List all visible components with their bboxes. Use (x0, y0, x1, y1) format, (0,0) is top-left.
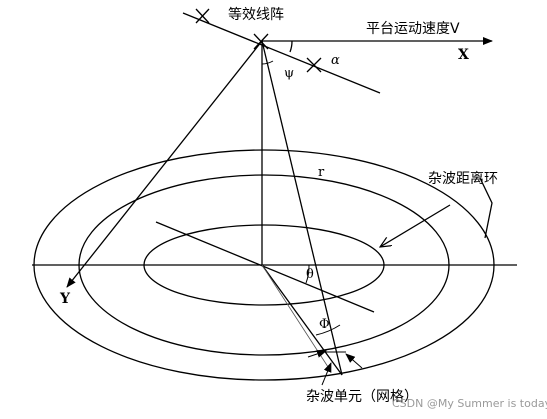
clutter-cell-label: 杂波单元（网格） (306, 389, 418, 405)
equivalent-array-line (182, 12, 381, 94)
alpha-angle-arc (289, 40, 293, 53)
theta-label: θ (306, 267, 314, 282)
ground-projection-line (261, 264, 343, 376)
ground-diagonal-line (155, 221, 375, 313)
cell-arrow-left (307, 350, 327, 358)
alpha-label: α (331, 53, 340, 68)
theta-angle-arc (305, 264, 310, 284)
range-ring-callout-bracket (479, 177, 493, 239)
velocity-label: 平台运动速度V (366, 21, 460, 37)
phi-label: Φ (319, 317, 330, 332)
array-element-cross-1 (195, 8, 210, 24)
array-element-cross-3 (306, 57, 322, 73)
phi-angle-arc (315, 324, 341, 336)
y-axis-label: Y (60, 291, 70, 307)
slant-range-line (261, 40, 343, 376)
y-axis-line (66, 40, 263, 288)
x-axis-label: X (458, 47, 469, 63)
psi-angle-arc (261, 60, 274, 65)
watermark: CSDN @My Summer is today (392, 397, 547, 410)
range-ring-callout-arrow (380, 204, 451, 247)
cell-arrow-right (345, 353, 363, 369)
array-label: 等效线阵 (228, 7, 284, 23)
r-label: r (318, 165, 325, 180)
clutter-ring-label: 杂波距离环 (428, 171, 498, 187)
cell-label-arrow (321, 362, 332, 386)
psi-label: ψ (284, 66, 295, 81)
